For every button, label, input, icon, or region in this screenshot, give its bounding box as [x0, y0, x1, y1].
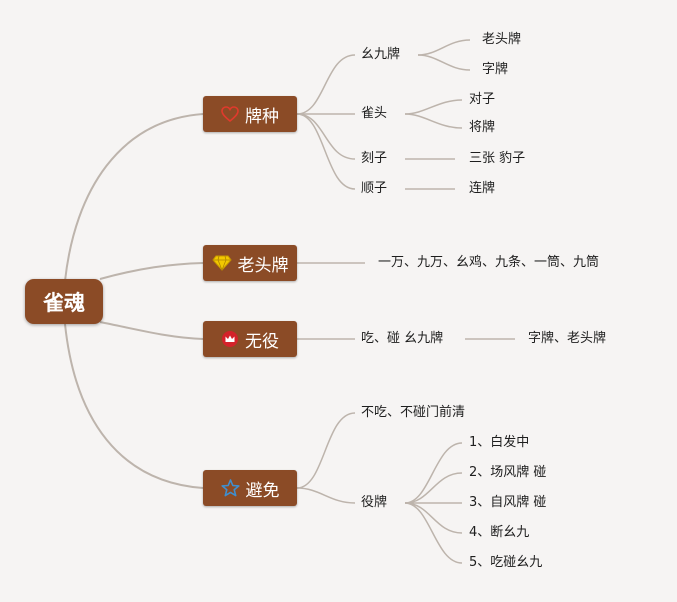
branch-wuyi[interactable]: 无役: [203, 321, 297, 357]
node-shunzi[interactable]: 顺子: [361, 181, 388, 196]
branch-label: 无役: [245, 331, 279, 352]
node-quetou[interactable]: 雀头: [361, 106, 388, 121]
branch-paizhong[interactable]: 牌种: [203, 96, 297, 132]
branch-label: 避免: [245, 480, 280, 501]
node-yipai-3[interactable]: 3、自风牌 碰: [469, 495, 547, 510]
node-yipai-5[interactable]: 5、吃碰幺九: [469, 555, 543, 570]
node-kezi[interactable]: 刻子: [361, 151, 388, 166]
crown-icon: [222, 331, 238, 347]
branch-laotoupai[interactable]: 老头牌: [203, 245, 297, 281]
node-duizi[interactable]: 对子: [469, 92, 496, 107]
node-zipai[interactable]: 字牌: [482, 62, 509, 77]
star-icon: [220, 479, 240, 497]
node-yipai-2[interactable]: 2、场风牌 碰: [469, 465, 547, 480]
node-laotoupai[interactable]: 老头牌: [482, 32, 522, 47]
node-yipai-1[interactable]: 1、白发中: [469, 435, 530, 450]
node-lianpai[interactable]: 连牌: [469, 181, 496, 196]
node-yipai-4[interactable]: 4、断幺九: [469, 525, 530, 540]
node-chipeng-yaojiu[interactable]: 吃、碰 幺九牌: [361, 331, 444, 346]
branch-bimian[interactable]: 避免: [203, 470, 297, 506]
branch-label: 老头牌: [237, 255, 289, 276]
node-laotou-list[interactable]: 一万、九万、幺鸡、九条、一筒、九筒: [378, 255, 600, 270]
node-yipai[interactable]: 役牌: [361, 495, 388, 510]
node-yaojiupai[interactable]: 幺九牌: [361, 47, 401, 62]
branch-label: 牌种: [245, 106, 279, 127]
node-menqianqing[interactable]: 不吃、不碰门前清: [361, 405, 466, 420]
root-node[interactable]: 雀魂: [25, 279, 103, 324]
node-zipai-laotou[interactable]: 字牌、老头牌: [528, 331, 607, 346]
root-label: 雀魂: [43, 290, 85, 315]
diamond-icon: [211, 255, 232, 271]
node-jiangpai[interactable]: 将牌: [469, 120, 496, 135]
heart-icon: [221, 106, 239, 122]
node-sanzhang[interactable]: 三张 豹子: [469, 151, 526, 166]
